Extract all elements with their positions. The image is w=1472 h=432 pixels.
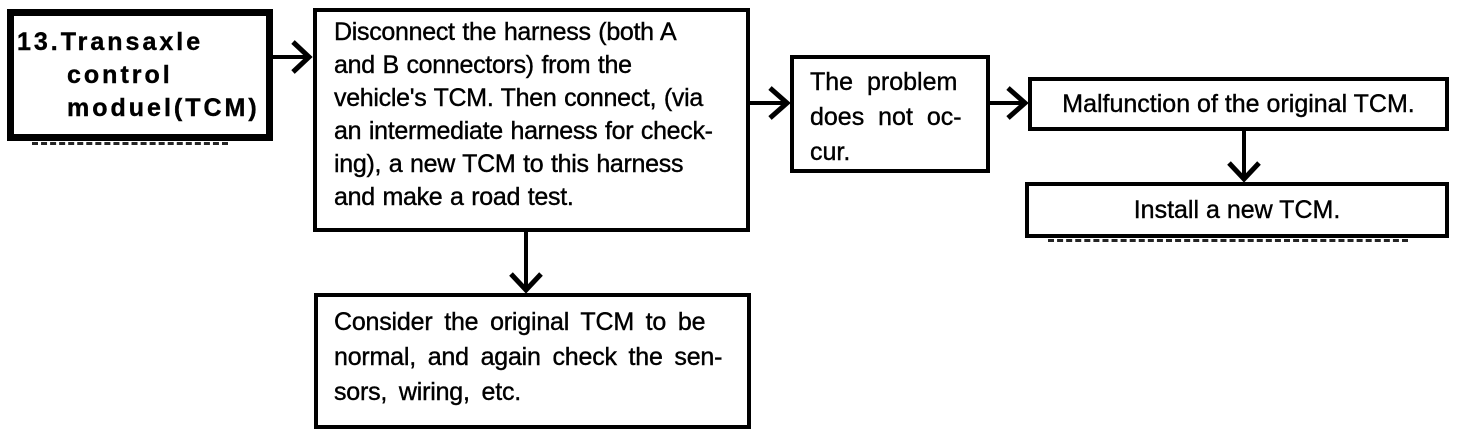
scan-artifact bbox=[32, 142, 228, 145]
scan-artifact bbox=[1048, 239, 1408, 242]
flow-node-malfunction: Malfunction of the original TCM. bbox=[1028, 77, 1449, 131]
arrow-action-to-result bbox=[750, 86, 791, 120]
arrow-action-to-consider bbox=[509, 232, 543, 294]
arrow-step-to-action bbox=[273, 40, 313, 74]
flow-node-action-instructions: Disconnect the harness (both A and B con… bbox=[313, 8, 750, 232]
flow-node-problem-not-occur: The problem does not oc- cur. bbox=[790, 55, 990, 173]
flow-node-install-new-tcm: Install a new TCM. bbox=[1025, 182, 1449, 238]
arrow-result-to-malfunction bbox=[990, 86, 1029, 120]
flow-node-step-title: 13.Transaxle control moduel(TCM) bbox=[7, 9, 273, 141]
arrow-malfunction-to-install bbox=[1227, 131, 1261, 183]
flow-node-consider-original-tcm: Consider the original TCM to be normal, … bbox=[314, 293, 751, 429]
